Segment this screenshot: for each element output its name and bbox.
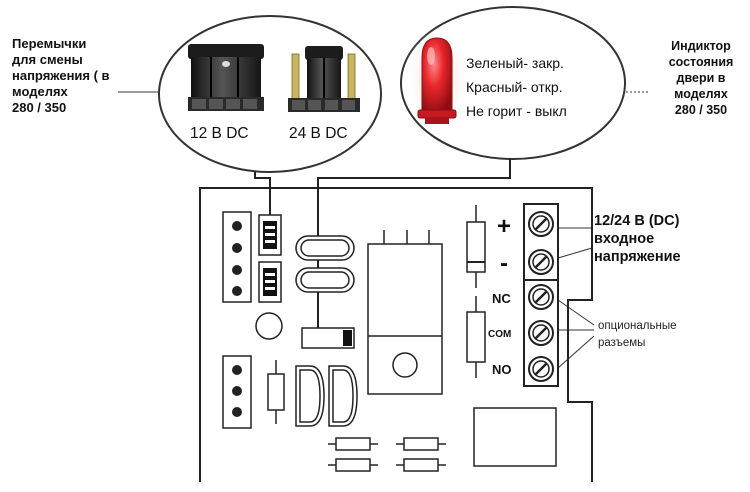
- terminal-com-label: COM: [488, 329, 511, 340]
- jumper-connector-line: [254, 172, 271, 215]
- screw-no-icon: [528, 356, 554, 382]
- header-3pin: [222, 355, 252, 429]
- jumper-bubble: 12 B DC 24 B DC: [158, 15, 382, 173]
- jumper-12v-label: 12 B DC: [190, 125, 249, 142]
- header-4pin: [222, 211, 252, 303]
- optional-leader-line-top: [557, 299, 595, 326]
- small-resistor: [267, 360, 285, 424]
- indicator-note: Индиктор состояния двери в моделях 280 /…: [668, 39, 734, 117]
- input-leader-line-bottom: [557, 247, 593, 259]
- terminal-no-label: NO: [492, 362, 512, 377]
- led-state-green: Зеленый- закр.: [466, 55, 564, 71]
- screw-minus-icon: [528, 249, 554, 275]
- optional-leader-line-bottom: [557, 335, 595, 369]
- terminal-plus-label: +: [497, 213, 511, 240]
- input-voltage-note: 12/24 В (DC) входное напряжение: [594, 213, 681, 265]
- pcb-outline: [199, 187, 558, 482]
- vertical-diode-bottom: [466, 296, 486, 378]
- terminal-nc-label: NC: [492, 291, 511, 306]
- terminal-minus-label: -: [500, 250, 508, 277]
- board-led-block: [301, 327, 355, 349]
- bottom-module: [473, 407, 557, 467]
- horizontal-resistors: [328, 437, 446, 472]
- jumpers-note: Перемычки для смены напряжения ( в модел…: [12, 36, 110, 115]
- led-bubble: Зеленый- закр. Красный- откр. Не горит -…: [400, 6, 626, 160]
- d-components: [295, 365, 358, 427]
- vertical-diode-top: [466, 205, 486, 288]
- relay: [367, 230, 443, 395]
- jumper-24v-label: 24 B DC: [289, 125, 348, 142]
- jumper-24v-icon: [288, 46, 360, 112]
- pcb-board: + - NC COM NO: [199, 187, 593, 482]
- screw-nc-icon: [528, 284, 554, 310]
- led-state-off: Не горит - выкл: [466, 103, 567, 119]
- crystals: [295, 235, 355, 293]
- jumper-12v-icon: [188, 44, 264, 111]
- pcb-outline-right: [558, 187, 593, 482]
- screw-com-icon: [528, 320, 554, 346]
- round-component: [255, 312, 283, 340]
- optional-connectors-note: опциональные разъемы: [598, 320, 677, 349]
- led-state-red: Красный- откр.: [466, 79, 563, 95]
- board-jumpers: [258, 214, 282, 303]
- screw-terminals: [528, 211, 554, 382]
- leader-lines: [118, 91, 650, 369]
- screw-plus-icon: [528, 211, 554, 237]
- red-led-icon: [417, 37, 457, 124]
